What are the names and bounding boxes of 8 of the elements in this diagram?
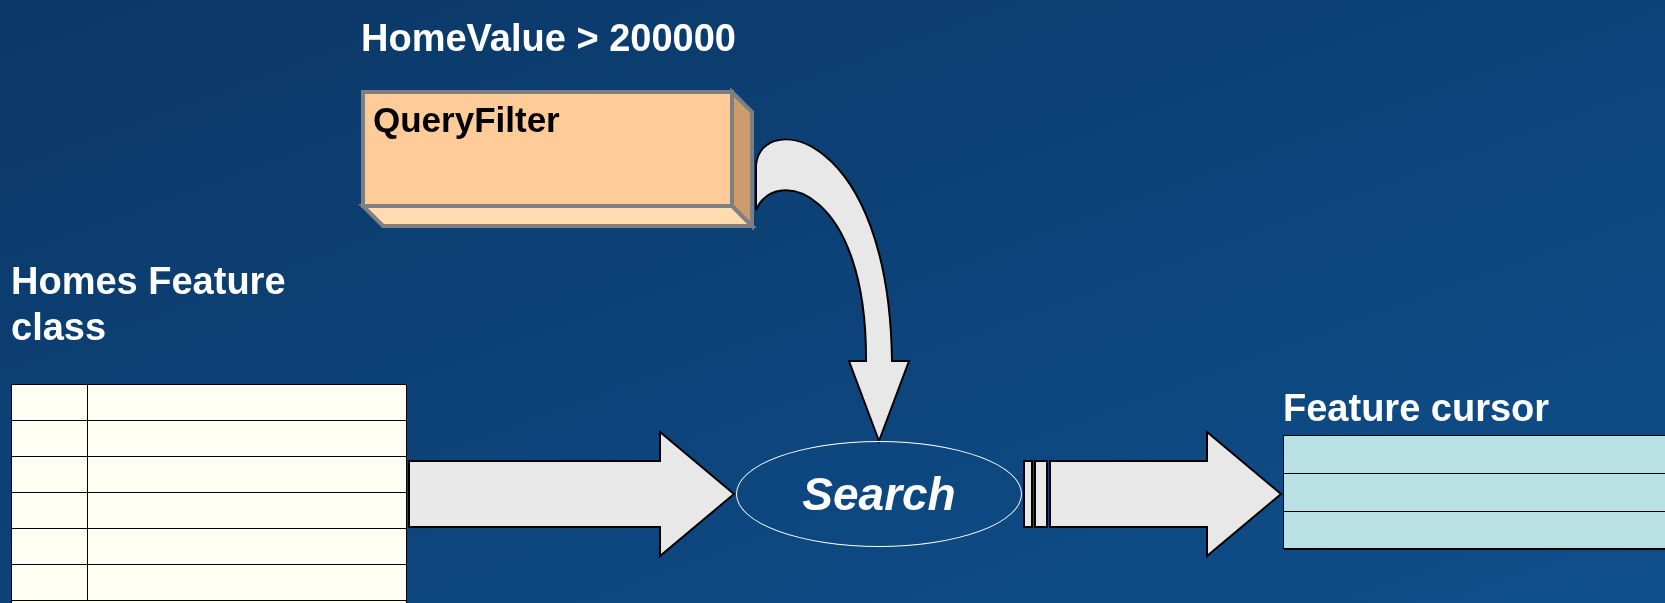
table-title: Feature cursor <box>1283 386 1551 431</box>
condition-label: HomeValue > 200000 <box>361 16 736 61</box>
block-arrow <box>755 138 910 442</box>
node-label: QueryFilter <box>373 100 560 140</box>
block-arrow <box>1023 429 1283 559</box>
node-label: Search <box>802 467 956 521</box>
block-arrow <box>408 429 736 559</box>
table-title: Homes Feature class <box>11 259 287 350</box>
